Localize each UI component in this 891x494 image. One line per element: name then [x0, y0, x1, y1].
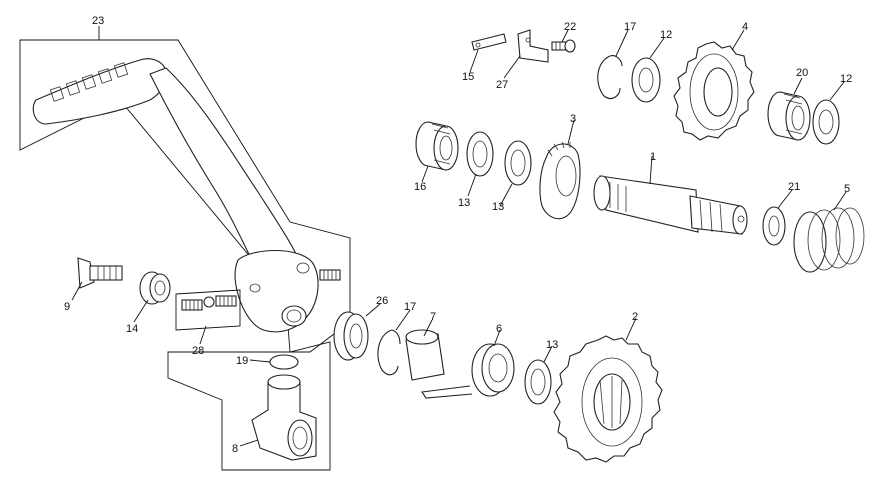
part-labels: 23 9 14 28 19 8 26 17 7 6 13 2 1 3 13 13… [64, 15, 852, 455]
bracket-27 [517, 29, 549, 63]
lever-boss [251, 374, 317, 461]
label-23: 23 [92, 15, 104, 27]
label-12-right: 12 [840, 73, 852, 85]
plate-15 [471, 33, 507, 51]
label-14: 14 [126, 323, 138, 335]
idler-gear [673, 41, 755, 141]
label-6: 6 [496, 323, 502, 335]
return-spring [421, 343, 515, 399]
label-13-lower: 13 [546, 339, 558, 351]
label-2: 2 [632, 311, 638, 323]
label-8: 8 [232, 443, 238, 455]
bushing [139, 271, 171, 305]
label-17-upper: 17 [624, 21, 636, 33]
label-12-left: 12 [660, 29, 672, 41]
washer-12-right [812, 99, 840, 145]
sleeve [405, 329, 445, 381]
needle-bearing-16 [415, 121, 459, 171]
ratchet [539, 141, 581, 220]
label-28: 28 [192, 345, 204, 357]
label-1: 1 [650, 151, 656, 163]
washer-21 [762, 206, 786, 246]
label-15: 15 [462, 71, 474, 83]
label-27: 27 [496, 79, 508, 91]
label-26: 26 [376, 295, 388, 307]
coil-spring [793, 207, 865, 273]
washer-upper-1 [466, 131, 494, 177]
label-19: 19 [236, 355, 248, 367]
label-20: 20 [796, 67, 808, 79]
leader-lines [71, 26, 847, 447]
label-22: 22 [564, 21, 576, 33]
circlip-lower [377, 329, 401, 376]
bolt [77, 257, 123, 289]
label-5: 5 [844, 183, 850, 195]
screw-22 [551, 39, 576, 53]
circlip-upper [597, 55, 623, 99]
washer-lower [524, 359, 552, 405]
label-13-upper-1: 13 [458, 197, 470, 209]
label-7: 7 [430, 311, 436, 323]
kickstart-shaft [593, 175, 748, 235]
needle-bearing-20 [767, 91, 811, 141]
kit-outline-23 [19, 39, 351, 471]
o-ring [269, 354, 299, 370]
detent-kit [175, 269, 341, 331]
label-21: 21 [788, 181, 800, 193]
kickstart-lever [32, 58, 319, 333]
label-4: 4 [742, 21, 748, 33]
oil-seal [333, 311, 369, 361]
washer-12-left [631, 57, 661, 103]
label-9: 9 [64, 301, 70, 313]
kick-gear [553, 335, 663, 463]
label-17-lower: 17 [404, 301, 416, 313]
label-16: 16 [414, 181, 426, 193]
label-3: 3 [570, 113, 576, 125]
label-13-upper-2: 13 [492, 201, 504, 213]
washer-upper-2 [504, 140, 532, 186]
